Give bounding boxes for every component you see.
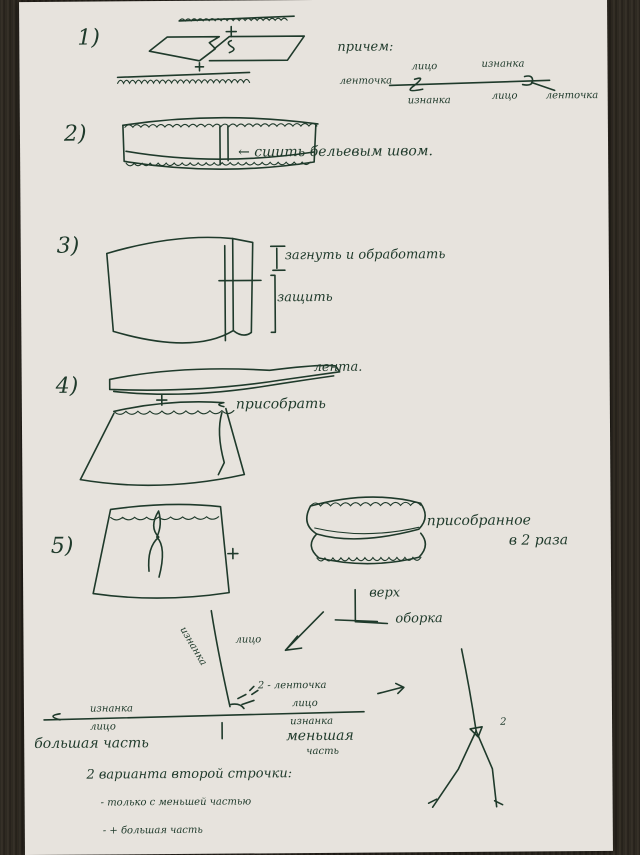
seam-face3: лицо — [291, 697, 318, 710]
footer-line3: - + большая часть — [102, 824, 203, 837]
step1-drawing — [116, 15, 556, 92]
paper-sheet: 1) 2) 3) 4) 5) причем: ленточка лицо изн… — [19, 0, 613, 855]
step5-top: верх — [369, 585, 401, 601]
step3-sew: защить — [277, 289, 333, 306]
step-number-2: 2) — [63, 121, 87, 147]
seam-small-part-line2: часть — [306, 745, 340, 758]
step5-gathered-line2: в 2 раза — [508, 532, 569, 549]
footer-line1: 2 варианта второй строчки: — [86, 766, 293, 783]
seam-ribbon: 2 - ленточка — [257, 679, 327, 692]
step5-drawing — [92, 496, 427, 652]
step-number-5: 5) — [50, 533, 74, 559]
seam-small-part-line1: меньшая — [286, 727, 354, 745]
step1-bot-face: лицо — [491, 90, 518, 102]
step5-gathered-line1: присобранное — [426, 512, 531, 530]
step1-note: причем: — [337, 39, 394, 55]
footer-line2: - только с меньшей частью — [100, 796, 252, 809]
step1-top-wrong: изнанка — [481, 58, 525, 70]
sketch-drawings — [43, 15, 556, 808]
step2-note: ← сшить бельевым швом. — [238, 143, 433, 161]
seam-number-2: 2 — [500, 716, 507, 728]
seam-drawing — [43, 609, 504, 808]
step5-frill: оборка — [395, 611, 443, 627]
step1-top-left: ленточка — [339, 75, 393, 87]
step-number-1: 1) — [77, 25, 100, 51]
step3-fold: загнуть и обработать — [284, 247, 446, 264]
step1-bot-wrong: изнанка — [407, 95, 451, 107]
step2-drawing — [122, 116, 319, 170]
step-number-3: 3) — [56, 233, 80, 259]
seam-wrong2: изнанка — [89, 703, 133, 715]
step1-top-face: лицо — [411, 61, 438, 73]
seam-big-part: большая часть — [34, 735, 149, 752]
step4-drawing — [79, 364, 341, 487]
step4-ribbon: лента. — [313, 359, 363, 376]
seam-wrong3: изнанка — [290, 715, 334, 728]
step3-drawing — [105, 236, 286, 344]
step1-bot-right: ленточка — [545, 90, 599, 102]
seam-face1: лицо — [235, 634, 262, 646]
step-number-4: 4) — [55, 373, 79, 399]
seam-face2: лицо — [90, 721, 116, 733]
step4-gather: присобрать — [235, 395, 326, 413]
